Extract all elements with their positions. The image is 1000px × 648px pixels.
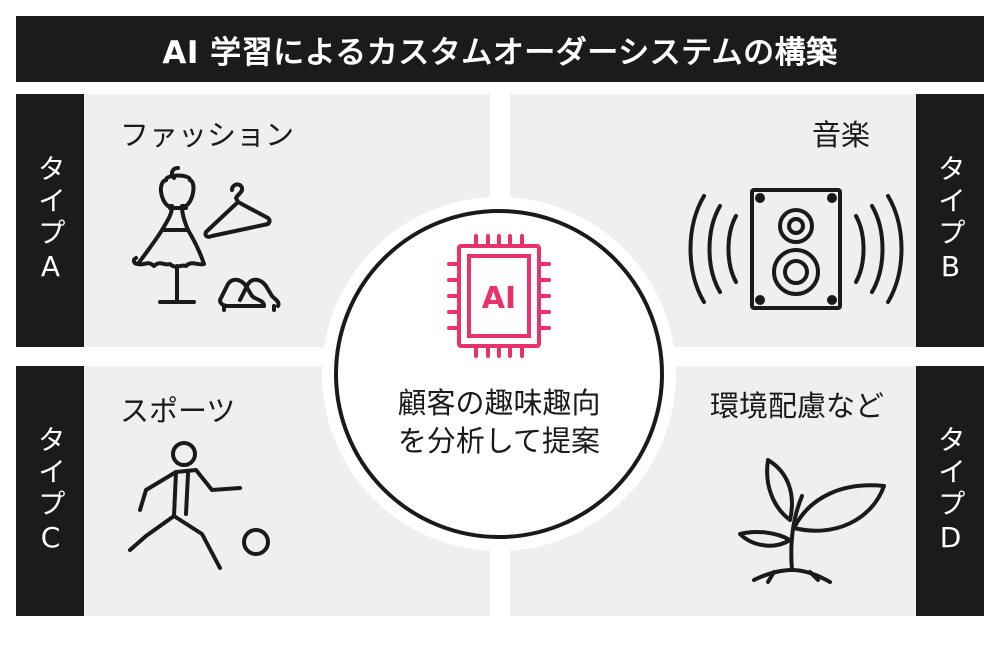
center-text-line2: を分析して提案 [397,424,601,458]
speaker-icon [688,188,904,310]
fashion-icon [131,166,281,312]
tab-type-a: タイプA [16,94,84,347]
tab-type-b: タイプB [916,94,984,347]
tab-type-b-label: タイプB [934,154,967,287]
category-label-eco: 環境配慮など [710,389,885,423]
sprout-icon [738,458,886,584]
tab-type-d-label: タイプD [934,424,967,558]
ai-chip-icon: AI [447,234,551,358]
category-label-sports: スポーツ [120,394,236,428]
tab-type-c: タイプC [16,366,84,616]
category-label-fashion: ファッション [120,118,295,152]
center-circle [334,209,664,539]
page-title: AI 学習によるカスタムオーダーシステムの構築 [162,34,838,71]
tab-type-c-label: タイプC [34,424,67,558]
soccer-player-icon [128,441,270,570]
category-label-music: 音楽 [812,118,871,152]
title-bar: AI 学習によるカスタムオーダーシステムの構築 [16,16,984,82]
tab-type-d: タイプD [916,366,984,616]
chip-label: AI [482,281,516,316]
center-text-line1: 顧客の趣味趣向 [397,386,601,420]
tab-type-a-label: タイプA [34,154,67,287]
